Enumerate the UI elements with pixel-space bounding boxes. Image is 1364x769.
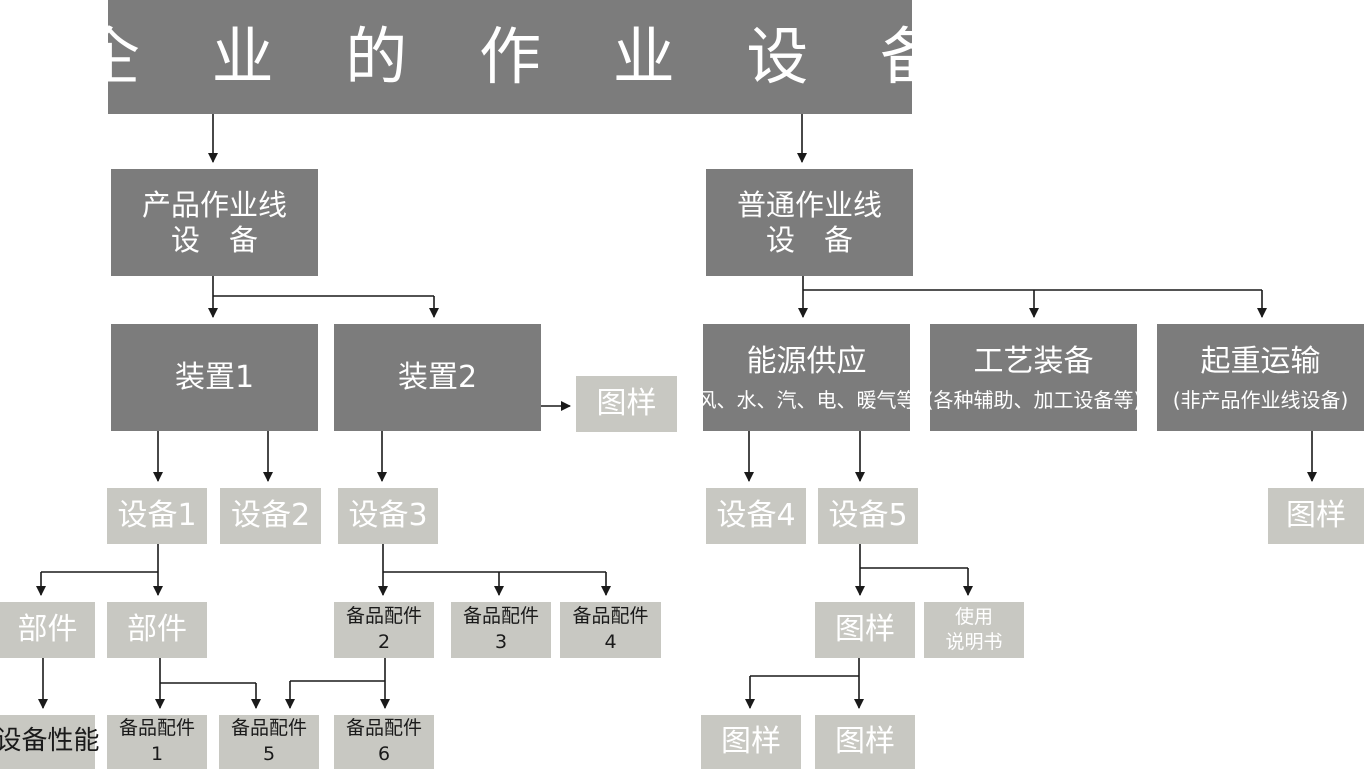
- spare5-box: 备品配件 5: [219, 715, 319, 769]
- drawing-device2-label: 图样: [596, 386, 657, 421]
- drawing-device2-box: 图样: [576, 376, 677, 432]
- equip4-label: 设备4: [716, 498, 796, 533]
- spare1-label-2: 1: [150, 743, 164, 765]
- spare2-box: 备品配件 2: [334, 602, 434, 658]
- equip5-box: 设备5: [818, 488, 918, 544]
- spare3-label-2: 3: [494, 631, 508, 653]
- drawing-a-label: 图样: [721, 724, 781, 759]
- part-b-box: 部件: [107, 602, 207, 658]
- device2-box: 装置2: [334, 324, 541, 431]
- drawing-b-label: 图样: [835, 724, 895, 759]
- drawing-lifting-label: 图样: [1286, 498, 1346, 533]
- spare5-label-1: 备品配件: [230, 717, 307, 740]
- product-line-label-1: 产品作业线: [141, 187, 287, 222]
- device1-label: 装置1: [174, 359, 255, 395]
- drawing-lifting-box: 图样: [1268, 488, 1364, 544]
- energy-box: 能源供应 (风、水、汽、电、暖气等): [689, 324, 924, 431]
- drawing-equip5-box: 图样: [815, 602, 915, 658]
- equip3-box: 设备3: [338, 488, 438, 544]
- equip2-label: 设备2: [230, 498, 311, 533]
- manual-label-1: 使用: [954, 606, 993, 629]
- spare6-box: 备品配件 6: [334, 715, 434, 769]
- spare3-box: 备品配件 3: [451, 602, 551, 658]
- spare6-label-2: 6: [377, 743, 391, 765]
- manual-label-2: 说明书: [945, 631, 1003, 653]
- device1-box: 装置1: [111, 324, 318, 431]
- drawing-equip5-label: 图样: [835, 612, 895, 647]
- general-line-label-1: 普通作业线: [736, 187, 882, 222]
- part-a-box: 部件: [0, 602, 95, 658]
- product-line-label-2: 设 备: [170, 222, 258, 257]
- process-box: 工艺装备 (各种辅助、加工设备等): [926, 324, 1141, 431]
- performance-box: 设备性能: [0, 715, 100, 769]
- page-title: 企 业 的 作 业 设 备: [77, 19, 969, 93]
- spare5-label-2: 5: [262, 743, 276, 765]
- spare4-box: 备品配件 4: [560, 602, 661, 658]
- performance-label: 设备性能: [0, 726, 100, 757]
- spare3-label-1: 备品配件: [462, 605, 539, 628]
- spare6-label-1: 备品配件: [345, 717, 422, 740]
- process-note: (各种辅助、加工设备等): [925, 387, 1142, 412]
- part-a-label: 部件: [17, 612, 78, 647]
- equip3-label: 设备3: [348, 498, 428, 533]
- lifting-label: 起重运输: [1200, 343, 1321, 379]
- general-line-box: 普通作业线 设 备: [706, 169, 913, 276]
- drawing-b-box: 图样: [815, 715, 915, 769]
- equip4-box: 设备4: [706, 488, 806, 544]
- spare4-label-2: 4: [604, 631, 617, 653]
- title-box: 企 业 的 作 业 设 备: [78, 0, 942, 114]
- product-line-box: 产品作业线 设 备: [111, 169, 318, 276]
- energy-label: 能源供应: [746, 343, 867, 379]
- spare1-box: 备品配件 1: [107, 715, 207, 769]
- equip1-label: 设备1: [117, 498, 197, 533]
- equip5-label: 设备5: [828, 498, 908, 533]
- spare2-label-2: 2: [377, 631, 391, 653]
- lifting-note: (非产品作业线设备): [1172, 387, 1349, 412]
- part-b-label: 部件: [127, 612, 187, 647]
- manual-box: 使用 说明书: [924, 602, 1024, 658]
- equip2-box: 设备2: [220, 488, 321, 544]
- equip1-box: 设备1: [107, 488, 207, 544]
- device2-label: 装置2: [397, 359, 478, 395]
- process-label: 工艺装备: [973, 343, 1094, 379]
- energy-note: (风、水、汽、电、暖气等): [688, 387, 925, 412]
- drawing-a-box: 图样: [701, 715, 801, 769]
- spare2-label-1: 备品配件: [345, 605, 422, 628]
- spare1-label-1: 备品配件: [118, 717, 195, 740]
- lifting-box: 起重运输 (非产品作业线设备): [1157, 324, 1364, 431]
- spare4-label-1: 备品配件: [572, 605, 649, 628]
- general-line-label-2: 设 备: [765, 222, 853, 257]
